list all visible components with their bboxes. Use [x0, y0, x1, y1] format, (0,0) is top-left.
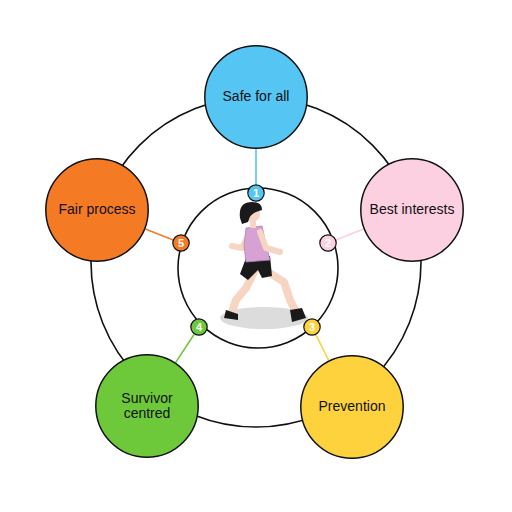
connector-line	[316, 335, 329, 360]
principle-circle: Safe for all	[204, 45, 308, 149]
connector-line	[336, 229, 363, 240]
principle-label: Prevention	[319, 399, 386, 414]
callout-number: 1	[247, 184, 265, 202]
circle-shape	[191, 319, 207, 335]
principle-label: Safe for all	[223, 89, 290, 104]
circle-shape	[301, 356, 403, 458]
callout-number-text: 1	[253, 187, 259, 199]
inner-ring	[178, 188, 338, 348]
callout-number-text: 4	[196, 321, 202, 333]
principle-circle: Best interests	[360, 158, 464, 262]
principle-circle: Prevention	[300, 355, 404, 459]
connector-line	[176, 335, 194, 363]
connector-line	[145, 229, 172, 240]
circle-shape	[205, 46, 307, 148]
circle-shape	[46, 159, 148, 261]
callout-number: 4	[190, 318, 208, 336]
runner-illustration	[220, 202, 308, 329]
circle-shape	[304, 319, 320, 335]
callout-number: 5	[172, 234, 190, 252]
circle-shape	[96, 355, 198, 457]
principle-label: Fair process	[58, 202, 135, 217]
principle-label: Best interests	[370, 202, 455, 217]
principle-circle: Fair process	[45, 158, 149, 262]
callout-number-text: 3	[309, 321, 315, 333]
principle-label: Survivor centred	[97, 391, 197, 422]
principle-circle: Survivor centred	[95, 354, 199, 458]
connector-line	[255, 149, 257, 184]
circle-shape	[320, 235, 336, 251]
circle-shape	[248, 185, 264, 201]
callout-number: 3	[303, 318, 321, 336]
circle-shape	[361, 159, 463, 261]
circle-shape	[173, 235, 189, 251]
callout-number-text: 2	[325, 237, 331, 249]
callout-number: 2	[319, 234, 337, 252]
callout-number-text: 5	[178, 237, 184, 249]
